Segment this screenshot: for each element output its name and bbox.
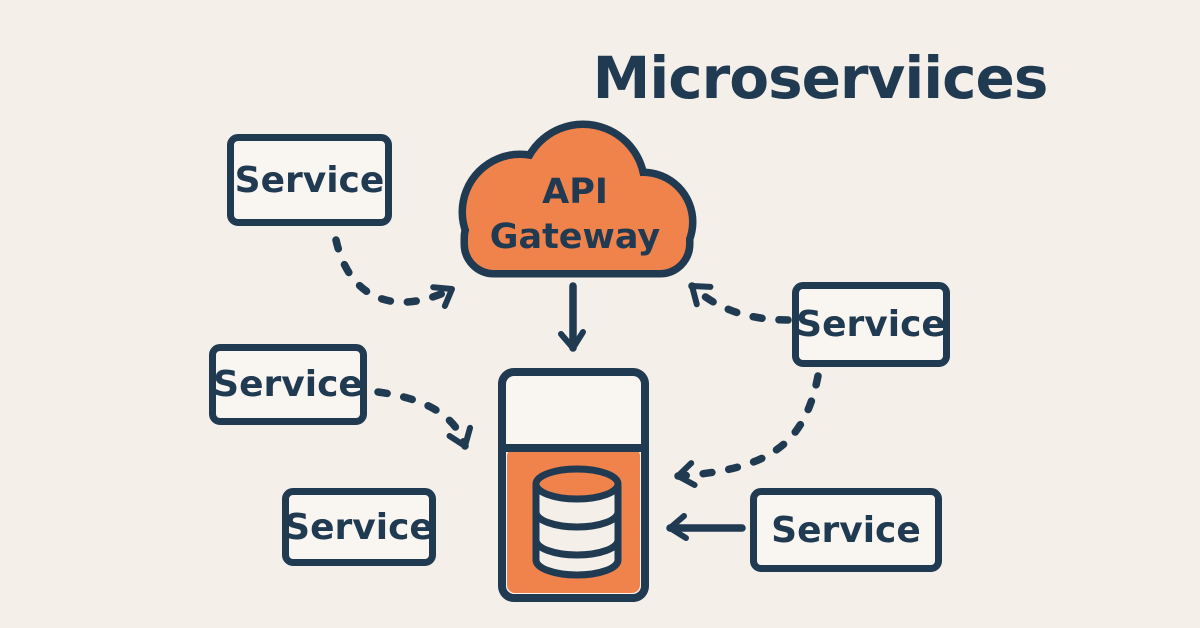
gateway-label-line2: Gateway xyxy=(490,217,661,257)
service-box-top-left: Service xyxy=(227,134,392,226)
gateway-label-line1: API xyxy=(542,172,608,212)
page-title: Microserviices xyxy=(592,44,1049,112)
service-box-middle-left: Service xyxy=(209,344,367,425)
service-box-middle-right: Service xyxy=(792,282,950,367)
arrow-service-middle-left-to-database xyxy=(374,388,474,450)
service-label: Service xyxy=(796,304,946,345)
arrow-service-middle-right-to-gateway xyxy=(688,282,792,324)
service-box-bottom-left: Service xyxy=(282,488,436,566)
service-label: Service xyxy=(284,506,434,548)
service-box-bottom-right: Service xyxy=(750,488,942,572)
cloud-icon: API Gateway xyxy=(458,120,697,278)
service-label: Service xyxy=(213,364,363,405)
service-label: Service xyxy=(234,159,385,201)
database-node xyxy=(498,368,649,602)
database-cylinder-icon xyxy=(532,465,622,579)
service-label: Service xyxy=(771,509,921,551)
arrow-service-top-left-to-gateway xyxy=(332,236,456,309)
arrow-service-middle-right-to-database xyxy=(674,372,822,488)
